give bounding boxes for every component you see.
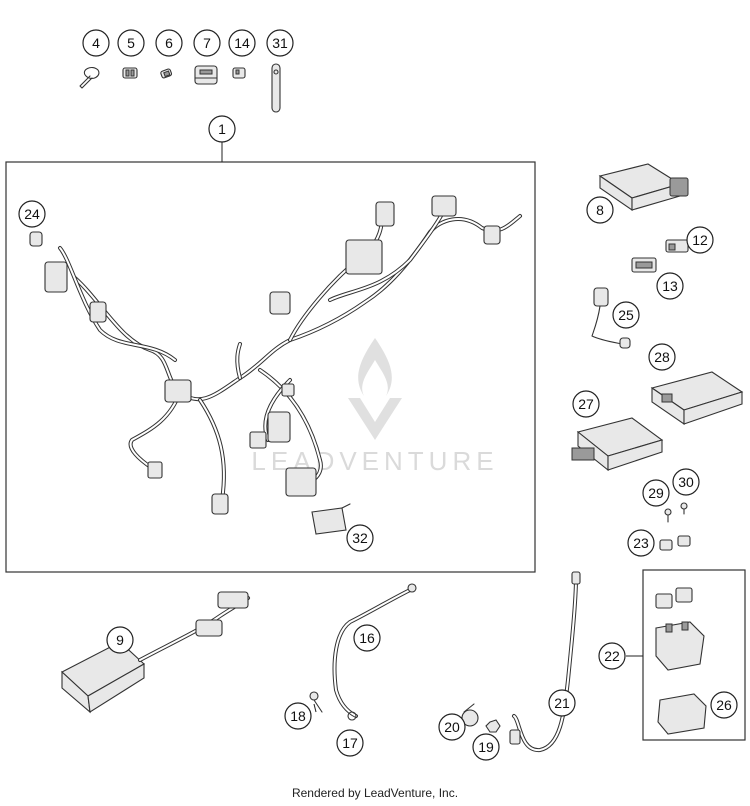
callout-5: 5 — [117, 29, 145, 57]
callout-22: 22 — [598, 642, 626, 670]
callout-6: 6 — [155, 29, 183, 57]
callout-28: 28 — [648, 343, 676, 371]
relay-kit-frame — [642, 569, 746, 741]
relay-cover-part — [657, 693, 707, 735]
callout-23-label: 23 — [633, 535, 649, 551]
harness-frame — [5, 161, 536, 573]
watermark: LEADVENTURE — [251, 338, 494, 476]
leader-lines — [313, 703, 317, 713]
small-connector-part — [232, 67, 246, 79]
callout-14: 14 — [228, 29, 256, 57]
callout-32-label: 32 — [352, 530, 368, 546]
bulb-part — [160, 68, 173, 79]
callout-4: 4 — [82, 29, 110, 57]
watermark-v-icon — [348, 398, 402, 440]
callout-19-label: 19 — [478, 739, 494, 755]
battery-tray-part — [650, 371, 744, 426]
plug-connector-part — [122, 67, 138, 79]
callout-24-label: 24 — [24, 206, 40, 222]
callout-29-label: 29 — [648, 485, 664, 501]
callout-14-label: 14 — [234, 35, 250, 51]
cable-tie-part — [79, 67, 100, 89]
callout-31-label: 31 — [272, 35, 288, 51]
voltage-regulator-part — [61, 591, 250, 714]
callout-9: 9 — [106, 626, 134, 654]
callout-27: 27 — [572, 390, 600, 418]
terminal-part — [461, 703, 479, 727]
callout-27-label: 27 — [578, 396, 594, 412]
ground-cable-part — [332, 583, 417, 718]
callout-30-label: 30 — [678, 474, 694, 490]
callout-24: 24 — [18, 200, 46, 228]
callout-21: 21 — [548, 689, 576, 717]
connector-housing-part — [194, 65, 218, 85]
callout-8-label: 8 — [596, 202, 604, 218]
starter-cable-part — [509, 571, 581, 752]
callout-25: 25 — [612, 301, 640, 329]
callout-5-label: 5 — [127, 35, 135, 51]
watermark-flame-icon — [358, 338, 392, 396]
callout-12: 12 — [686, 226, 714, 254]
wiring-harness — [29, 195, 522, 515]
callout-25-label: 25 — [618, 307, 634, 323]
relay-part — [665, 239, 689, 253]
callout-9-label: 9 — [116, 632, 124, 648]
screw-part-29 — [664, 508, 672, 523]
callout-32: 32 — [346, 524, 374, 552]
strap-part — [271, 63, 281, 113]
starter-relay-part — [655, 587, 705, 671]
callout-18-label: 18 — [290, 708, 306, 724]
callout-6-label: 6 — [165, 35, 173, 51]
callout-20: 20 — [438, 713, 466, 741]
callout-21-label: 21 — [554, 695, 570, 711]
callout-8: 8 — [586, 196, 614, 224]
pad-part — [311, 503, 351, 535]
callout-26-label: 26 — [716, 697, 732, 713]
callout-20-label: 20 — [444, 719, 460, 735]
callout-28-label: 28 — [654, 349, 670, 365]
callout-7-label: 7 — [203, 35, 211, 51]
callout-18: 18 — [284, 702, 312, 730]
callout-16: 16 — [353, 624, 381, 652]
footer-credit: Rendered by LeadVenture, Inc. — [291, 786, 459, 800]
sensor-cable-part — [591, 287, 631, 349]
callout-13: 13 — [656, 272, 684, 300]
callout-30: 30 — [672, 468, 700, 496]
callout-1: 1 — [208, 115, 236, 143]
control-unit-part — [598, 163, 689, 212]
nut-part — [485, 719, 501, 733]
callout-19: 19 — [472, 733, 500, 761]
callout-23: 23 — [627, 529, 655, 557]
callout-16-label: 16 — [359, 630, 375, 646]
callout-13-label: 13 — [662, 278, 678, 294]
washer-part — [347, 711, 357, 721]
battery-part — [571, 417, 664, 472]
clip-part — [659, 535, 691, 551]
callout-22-label: 22 — [604, 648, 620, 664]
bolt-part — [309, 691, 323, 713]
callout-29: 29 — [642, 479, 670, 507]
callout-17-label: 17 — [342, 735, 358, 751]
screw-part-30 — [680, 502, 688, 515]
callout-31: 31 — [266, 29, 294, 57]
relay-holder-part — [631, 257, 657, 273]
callout-26: 26 — [710, 691, 738, 719]
callout-1-label: 1 — [218, 121, 226, 137]
callout-7: 7 — [193, 29, 221, 57]
callout-12-label: 12 — [692, 232, 708, 248]
callout-17: 17 — [336, 729, 364, 757]
callout-4-label: 4 — [92, 35, 100, 51]
